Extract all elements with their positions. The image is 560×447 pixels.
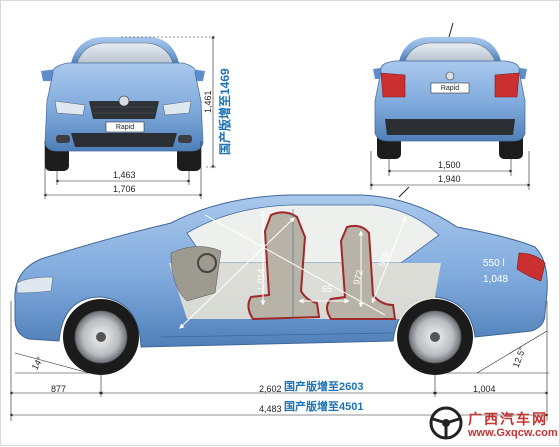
front-view-car — [41, 37, 205, 171]
watermark-logo: 广西汽车网 www.Gxqcw.com — [428, 405, 558, 443]
headroom-front-label: 1,014 — [256, 268, 266, 291]
rear-view-dimensions — [369, 151, 531, 190]
rear-view-car — [373, 22, 527, 159]
front-plate-label: Rapid — [115, 124, 135, 131]
length-label: 4,483 — [259, 404, 282, 414]
length-note: 国产版增至4501 — [284, 401, 364, 413]
front-track-label: 1,463 — [113, 170, 136, 180]
front-width-label: 1,706 — [113, 184, 136, 194]
watermark-url: www.Gxqcw.com — [468, 427, 558, 439]
trunk-volume-label: 550 l — [483, 258, 505, 269]
legroom-label: 65 — [322, 284, 333, 294]
angle-lines — [14, 330, 549, 374]
front-height-note: 国产版增至1469 — [218, 68, 232, 155]
rear-overhang-label: 1,004 — [473, 384, 496, 394]
rear-width-label: 1,940 — [438, 174, 461, 184]
wheelbase-label: 2,602 — [259, 384, 282, 394]
side-view-car — [14, 186, 548, 375]
front-height-label: 1,461 — [203, 90, 213, 113]
wheelbase-note: 国产版增至2603 — [284, 381, 364, 393]
front-view-dimensions — [43, 35, 217, 199]
front-overhang-label: 877 — [51, 384, 67, 394]
trunk-length-label: 1,048 — [483, 274, 509, 285]
watermark-name: 广西汽车网 — [468, 412, 548, 428]
rear-track-label: 1,500 — [438, 160, 461, 170]
rear-plate-label: Rapid — [440, 85, 460, 92]
interior-measurements — [179, 210, 407, 329]
steering-wheel-icon — [429, 406, 463, 440]
